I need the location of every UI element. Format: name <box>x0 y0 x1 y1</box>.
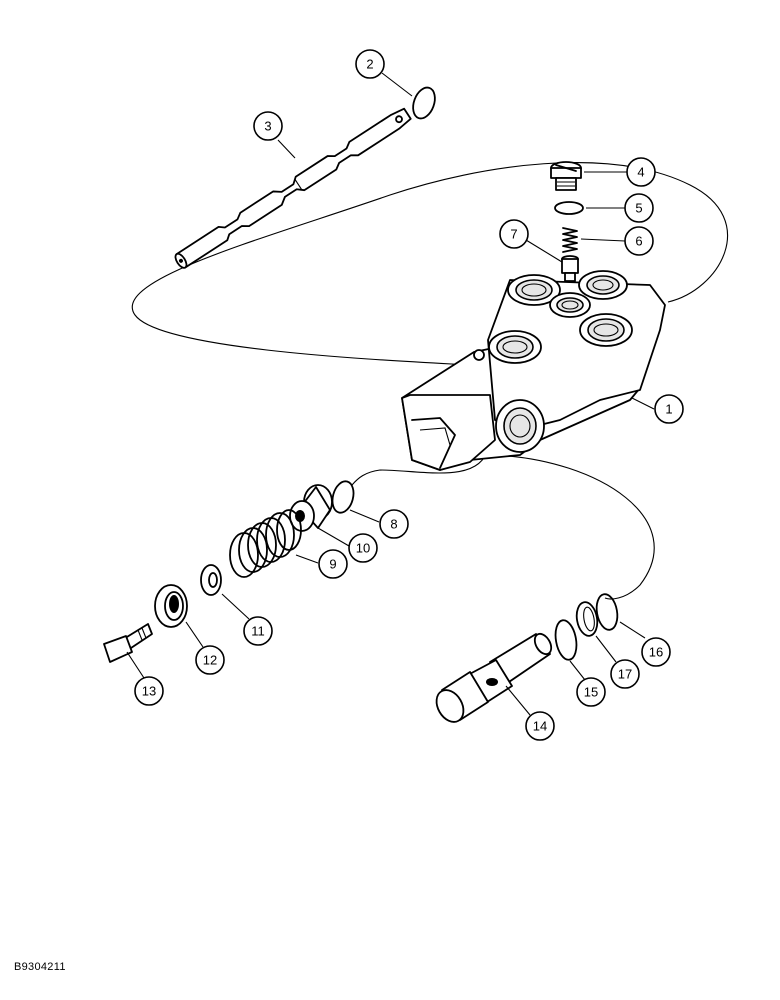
o-ring-part-5 <box>554 201 584 215</box>
body-bolt-hole <box>473 349 485 361</box>
washer-part-11 <box>200 564 222 596</box>
callout-label-15: 15 <box>584 685 598 700</box>
callout-label-4: 4 <box>637 165 644 180</box>
callout-label-10: 10 <box>356 541 370 556</box>
body-port-mid-right <box>579 313 633 347</box>
valve-body-part-1 <box>401 270 666 471</box>
callout-label-5: 5 <box>635 201 642 216</box>
relief-valve-part-14 <box>435 632 553 723</box>
callout-label-14: 14 <box>533 719 547 734</box>
callout-label-7: 7 <box>510 227 517 242</box>
spring-part-9 <box>229 509 302 578</box>
callout-6: 6 <box>624 226 654 256</box>
callout-label-11: 11 <box>251 624 265 639</box>
bolt-part-13 <box>103 623 153 663</box>
grouping-loop-spring-seat <box>351 447 489 486</box>
spring-seat-part-10 <box>289 484 333 532</box>
grouping-loop-relief-valve <box>494 454 655 600</box>
leader-lines <box>126 72 655 716</box>
callout-label-3: 3 <box>264 119 271 134</box>
body-port-top-right <box>578 270 628 300</box>
callout-12: 12 <box>195 645 225 675</box>
backup-ring-part-17 <box>575 601 599 637</box>
callout-label-12: 12 <box>203 653 217 668</box>
body-port-mid-left <box>488 330 542 364</box>
callout-3: 3 <box>253 111 283 141</box>
callout-15: 15 <box>576 677 606 707</box>
callout-label-8: 8 <box>390 517 397 532</box>
body-port-center <box>549 292 591 318</box>
callout-label-17: 17 <box>618 667 632 682</box>
o-ring-part-2 <box>412 86 436 120</box>
callout-label-6: 6 <box>635 234 642 249</box>
callout-1: 1 <box>654 394 684 424</box>
document-code: B9304211 <box>14 961 66 973</box>
callout-9: 9 <box>318 549 348 579</box>
plug-part-4 <box>550 161 582 191</box>
callout-11: 11 <box>243 616 273 646</box>
callout-8: 8 <box>379 509 409 539</box>
body-port-front <box>495 399 545 453</box>
grouping-loop-spool <box>131 162 729 366</box>
poppet-part-7 <box>561 255 579 282</box>
callout-7: 7 <box>499 219 529 249</box>
callout-2: 2 <box>355 49 385 79</box>
callout-5: 5 <box>624 193 654 223</box>
callout-16: 16 <box>641 637 671 667</box>
valve-spool-part-3 <box>174 107 412 269</box>
spring-part-6 <box>562 227 578 253</box>
callout-label-1: 1 <box>665 402 672 417</box>
o-ring-part-16 <box>595 593 619 631</box>
retainer-part-12 <box>154 584 188 628</box>
callout-17: 17 <box>610 659 640 689</box>
o-ring-part-8 <box>331 480 355 514</box>
callout-13: 13 <box>134 676 164 706</box>
callout-label-9: 9 <box>329 557 336 572</box>
body-port-top-left <box>507 274 561 306</box>
callout-label-13: 13 <box>142 684 156 699</box>
callout-14: 14 <box>525 711 555 741</box>
callout-label-16: 16 <box>649 645 663 660</box>
callout-label-2: 2 <box>366 57 373 72</box>
o-ring-part-15 <box>554 619 578 661</box>
callout-4: 4 <box>626 157 656 187</box>
callout-10: 10 <box>348 533 378 563</box>
